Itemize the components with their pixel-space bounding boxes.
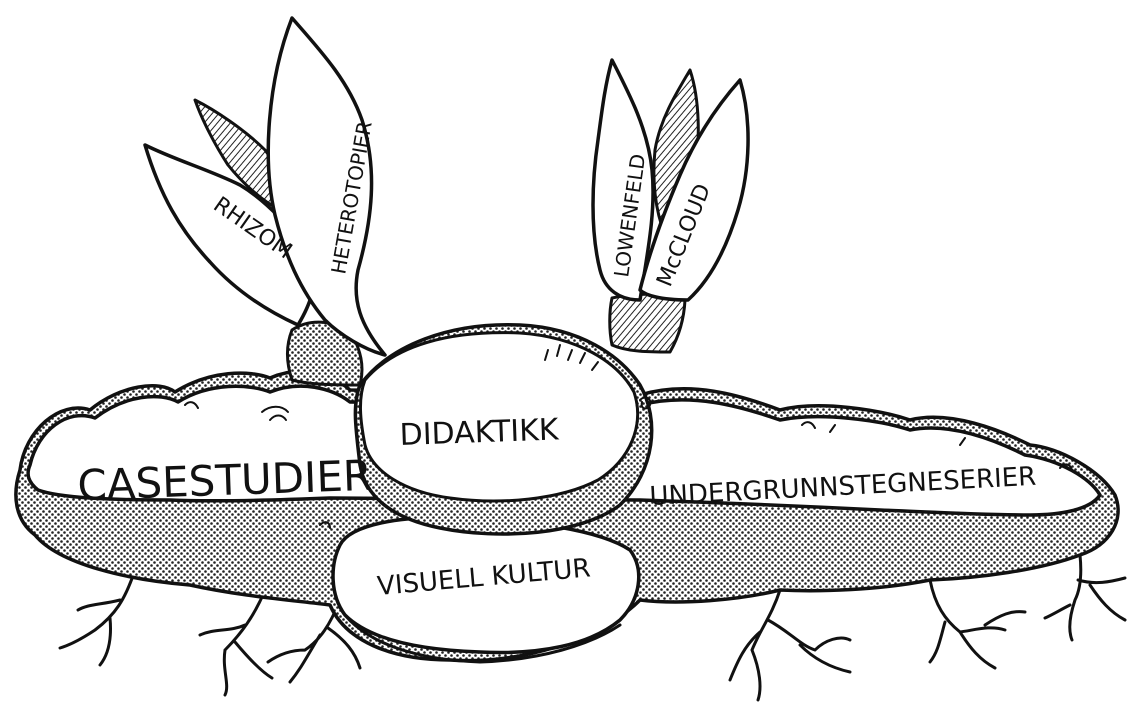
label-didaktikk: DIDAKTIKK <box>399 412 560 453</box>
label-casestudier: CASESTUDIER <box>77 451 373 510</box>
